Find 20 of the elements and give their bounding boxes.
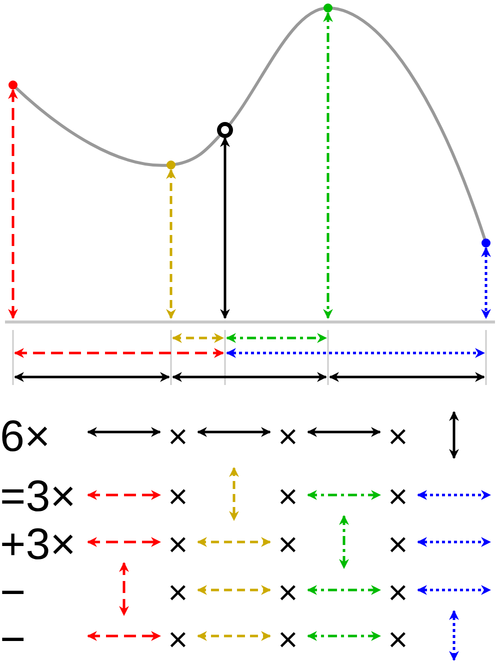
multiply-sign: × — [388, 528, 408, 562]
multiply-sign: × — [388, 420, 408, 454]
multiply-sign: × — [278, 480, 298, 514]
multiply-sign: × — [168, 576, 188, 610]
multiply-sign: × — [278, 576, 298, 610]
multiply-sign: × — [278, 420, 298, 454]
multiply-sign: × — [278, 623, 298, 657]
multiply-sign: × — [278, 528, 298, 562]
multiply-sign: × — [388, 480, 408, 514]
multiply-sign: × — [168, 420, 188, 454]
formula-term: − — [0, 618, 26, 662]
multiply-sign: × — [168, 623, 188, 657]
multiply-sign: × — [388, 623, 408, 657]
formula-term: − — [0, 571, 26, 615]
formula-term: 6× — [0, 415, 50, 459]
formula-term: +3× — [0, 523, 76, 567]
multiply-sign: × — [168, 528, 188, 562]
multiply-sign: × — [168, 480, 188, 514]
multiply-sign: × — [388, 576, 408, 610]
formula-term: =3× — [0, 475, 76, 519]
